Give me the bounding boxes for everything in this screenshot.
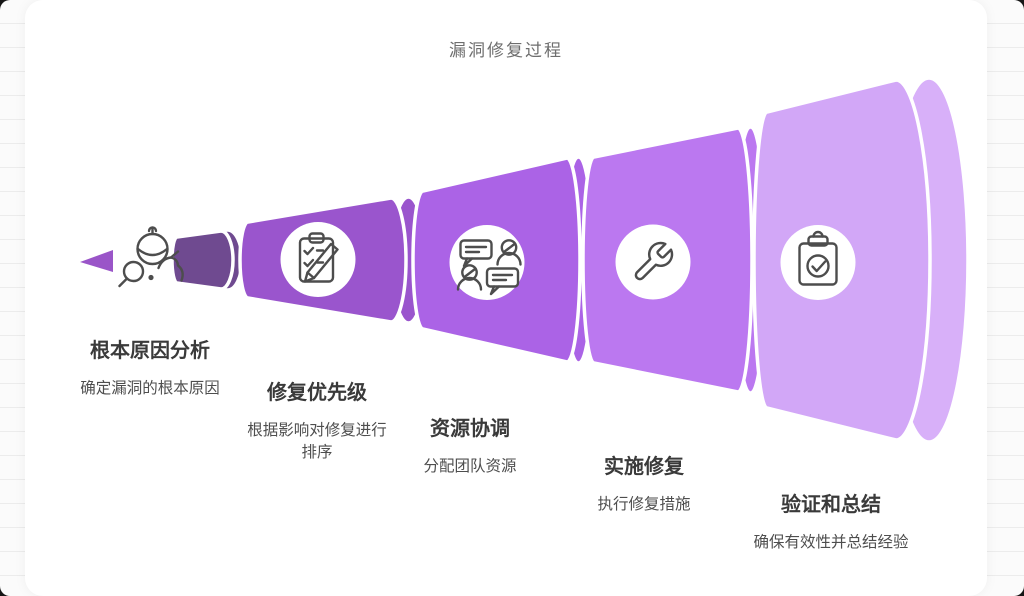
stage-5-name: 验证和总结 xyxy=(781,494,881,516)
stage-1-name: 根本原因分析 xyxy=(90,340,210,362)
stage-2-label: 修复优先级 根据影响对修复进行排序 xyxy=(242,382,392,464)
stage-1-description: 确定漏洞的根本原因 xyxy=(80,380,220,397)
stage-3-label: 资源协调 分配团队资源 xyxy=(408,418,532,478)
funnel-stage-1-segment xyxy=(170,229,235,291)
funnel-tip xyxy=(80,250,113,272)
team-discussion-icon xyxy=(456,239,522,296)
stage-1-label: 根本原因分析 确定漏洞的根本原因 xyxy=(56,340,244,400)
clipboard-check-icon xyxy=(798,230,838,286)
stage-3-icon-circle xyxy=(449,225,525,300)
bug-search-icon xyxy=(118,226,184,288)
stage-4-name: 实施修复 xyxy=(604,456,684,478)
wrench-icon xyxy=(634,241,674,281)
stage-4-description: 执行修复措施 xyxy=(597,496,691,513)
stage-5-description: 确保有效性并总结经验 xyxy=(753,534,909,551)
stage-3-description: 分配团队资源 xyxy=(423,458,517,475)
stage-5-label: 验证和总结 确保有效性并总结经验 xyxy=(752,494,910,554)
stage-2-name: 修复优先级 xyxy=(267,382,367,404)
stage-3-name: 资源协调 xyxy=(430,418,510,440)
stage-4-label: 实施修复 执行修复措施 xyxy=(582,456,706,516)
checklist-pencil-icon xyxy=(298,232,339,283)
page-title: 漏洞修复过程 xyxy=(449,41,563,60)
stage-2-description: 根据影响对修复进行排序 xyxy=(247,422,387,461)
stage-4-icon-circle xyxy=(615,224,691,300)
